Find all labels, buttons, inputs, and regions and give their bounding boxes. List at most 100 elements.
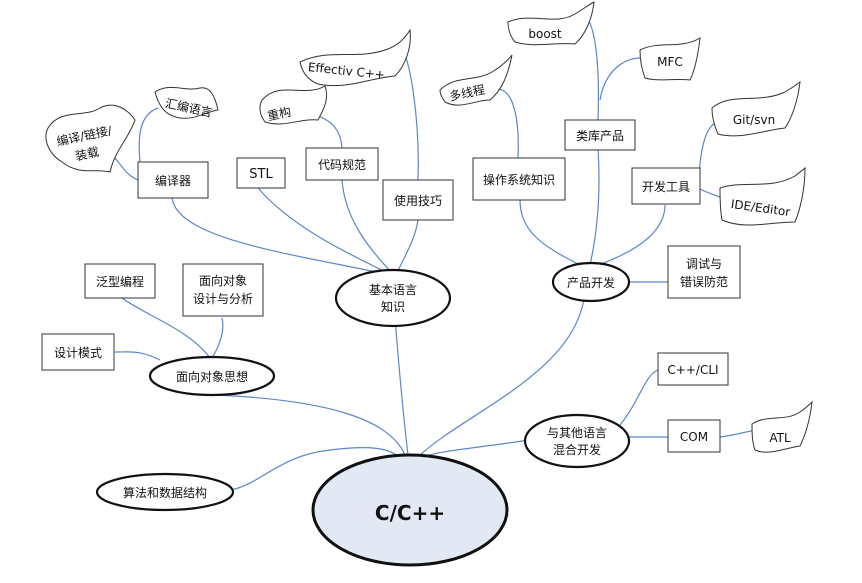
box-stl-shape: [236, 157, 286, 189]
flag-git-label: Git/svn: [733, 113, 775, 127]
oval-product-label: 产品开发: [567, 275, 615, 290]
edge-basic-compiler: [171, 196, 391, 276]
edge-product-os: [519, 199, 581, 266]
flag-mfc: MFC: [639, 37, 701, 81]
box-patterns-label: 设计模式: [54, 346, 102, 360]
flag-boost-shape: [507, 1, 595, 46]
box-os-label: 操作系统知识: [483, 172, 555, 187]
oval-oop: 面向对象思想: [148, 355, 276, 397]
box-cli-label: C++/CLI: [667, 363, 718, 377]
box-skills-label: 使用技巧: [394, 193, 442, 208]
box-patterns: 设计模式: [41, 333, 115, 371]
flag-refactor-label: 重构: [266, 104, 293, 124]
flag-boost: boost: [507, 1, 595, 46]
flag-compile-link-shape: [45, 104, 136, 173]
oval-basic-line2: 知识: [381, 300, 405, 314]
box-os: 操作系统知识: [472, 157, 566, 201]
oval-basic-line1: 基本语言: [369, 283, 417, 297]
edge-basic-codestyle: [341, 179, 395, 276]
root-label: C/C++: [375, 501, 445, 525]
box-codestyle-label: 代码规范: [318, 157, 366, 172]
box-generic: 泛型编程: [84, 263, 156, 299]
oval-product-shape: [551, 261, 631, 303]
box-debug: 调试与 错误防范: [667, 245, 741, 299]
box-generic-label: 泛型编程: [96, 274, 144, 289]
box-os-shape: [472, 157, 566, 201]
flag-mfc-label: MFC: [657, 55, 683, 69]
box-generic-shape: [84, 263, 156, 299]
edge-tools-git: [697, 121, 719, 189]
flag-multithread-shape: [439, 54, 513, 106]
edge-oop-generic: [121, 297, 211, 359]
oval-algo: 算法和数据结构: [95, 472, 235, 512]
edge-product-libs: [589, 147, 600, 266]
oval-oop-shape: [148, 355, 276, 397]
edge-basic-stl: [257, 187, 393, 276]
flag-atl-label: ATL: [769, 431, 791, 445]
box-debug-line1: 调试与: [686, 256, 722, 271]
edge-oop-design: [211, 317, 224, 359]
box-debug-line2: 错误防范: [680, 274, 728, 289]
box-oodesign: 面向对象 设计与分析: [182, 263, 264, 317]
oval-oop-label: 面向对象思想: [176, 369, 248, 384]
box-devtools-shape: [631, 167, 701, 205]
box-compiler: 编译器: [137, 161, 209, 199]
edge-com-atl: [719, 429, 757, 438]
edge-product-tools: [597, 204, 666, 266]
flag-git: Git/svn: [711, 80, 801, 137]
oval-basic-shape: [334, 268, 452, 328]
oval-basic: 基本语言 知识: [334, 268, 452, 328]
flag-mfc-shape: [639, 37, 701, 81]
box-codestyle: 代码规范: [305, 147, 379, 181]
edge-compiler-flag: [111, 154, 139, 181]
edge-compiler-asm: [138, 107, 159, 163]
root-oval-shape: [311, 453, 509, 567]
box-libs: 类库产品: [564, 119, 636, 151]
edge-libs-mfc: [599, 57, 641, 101]
edge-root-basic: [394, 317, 409, 456]
flag-asm: 汇编语言: [154, 86, 219, 120]
connectors: [111, 11, 757, 491]
oval-algo-label: 算法和数据结构: [123, 485, 207, 500]
box-devtools-label: 开发工具: [642, 179, 690, 194]
flag-atl: ATL: [751, 400, 813, 453]
edge-root-product: [419, 289, 586, 456]
box-oodesign-line1: 面向对象: [199, 273, 247, 288]
flag-boost-label: boost: [528, 27, 562, 41]
flag-ide: IDE/Editor: [719, 166, 806, 226]
oval-product: 产品开发: [551, 261, 631, 303]
flag-asm-shape: [154, 86, 219, 119]
oval-algo-shape: [95, 472, 235, 512]
edge-root-algo: [229, 447, 401, 491]
box-cli-shape: [657, 352, 729, 386]
box-com-shape: [667, 419, 721, 453]
box-compiler-shape: [137, 161, 209, 199]
edge-root-oop: [214, 394, 406, 456]
flag-ide-shape: [719, 166, 806, 226]
edge-mixed-cli: [619, 369, 659, 426]
flag-refactor: 重构: [259, 85, 328, 125]
flag-compile-link-line2: 装载: [74, 145, 100, 164]
box-cli: C++/CLI: [657, 352, 729, 386]
box-com-label: COM: [680, 430, 708, 444]
box-skills: 使用技巧: [382, 179, 454, 221]
edge-oop-patterns: [114, 351, 161, 361]
oval-mixed-line1: 与其他语言: [547, 426, 607, 440]
box-stl: STL: [236, 157, 286, 189]
flag-effective-shape: [299, 28, 411, 87]
box-debug-shape: [667, 245, 741, 299]
flag-git-shape: [711, 80, 801, 137]
box-codestyle-shape: [305, 147, 379, 181]
oval-mixed-shape: [523, 413, 631, 469]
edge-tools-ide: [697, 187, 723, 199]
box-compiler-label: 编译器: [155, 173, 191, 188]
box-com: COM: [667, 419, 721, 453]
flag-compile-link: 编译/链接/ 装载: [45, 104, 136, 173]
flag-effective: Effectiv C++: [299, 28, 411, 87]
box-oodesign-line2: 设计与分析: [193, 292, 253, 306]
box-libs-label: 类库产品: [576, 128, 624, 143]
flag-refactor-shape: [259, 85, 328, 125]
edge-basic-skills: [395, 219, 419, 276]
flag-multithread: 多线程: [439, 54, 513, 106]
